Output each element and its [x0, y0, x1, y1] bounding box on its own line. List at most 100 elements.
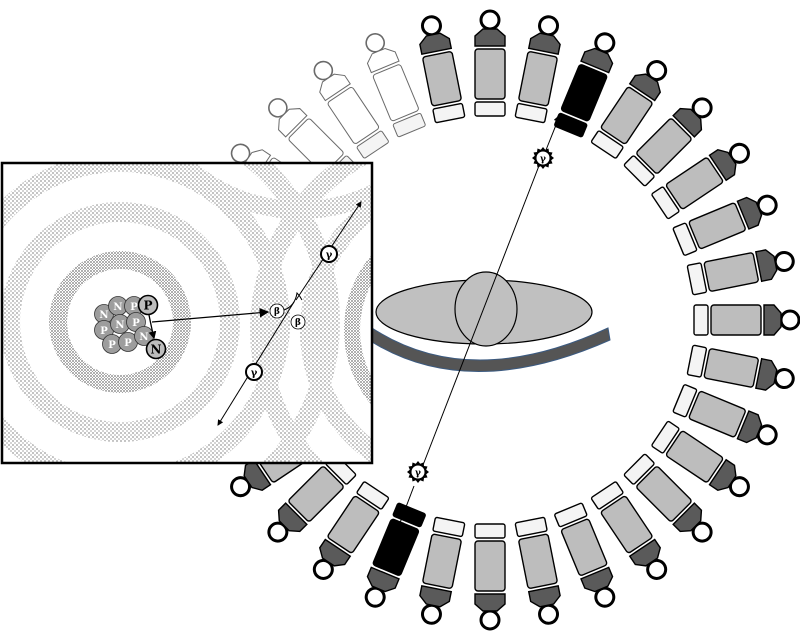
detector-base [590, 481, 624, 510]
photomultiplier [474, 593, 506, 612]
scintillator-crystal [688, 390, 746, 438]
nucleon-label: P [132, 318, 140, 329]
scintillator-crystal [372, 518, 420, 576]
scintillator-crystal [422, 533, 462, 589]
detector-module-16 [514, 516, 561, 625]
detector-module-19 [364, 502, 426, 608]
gamma-top-label: γ [540, 155, 546, 165]
scintillator-crystal [703, 252, 759, 292]
scintillator-crystal [665, 430, 724, 483]
detector-module-8 [686, 249, 795, 296]
photomultiplier [319, 73, 351, 102]
photomultiplier [736, 196, 763, 230]
detector-module-5 [623, 97, 713, 187]
nucleon-label: N [139, 332, 148, 343]
photomultiplier [736, 410, 763, 444]
photomultiplier [754, 249, 778, 283]
scintillator-crystal [518, 533, 558, 589]
photomultiplier [474, 28, 506, 47]
detector-module-14 [590, 481, 668, 580]
detector-ring-cap [479, 609, 501, 631]
inset-gamma-label-1: γ [326, 250, 333, 261]
detector-module-10 [686, 344, 795, 391]
photomultiplier [672, 107, 703, 138]
gamma-bottom-label: γ [415, 469, 421, 479]
nucleon-label: P [130, 302, 138, 313]
gamma-photon-bottom: γ [407, 461, 429, 483]
detector-module-9 [693, 304, 800, 336]
scintillator-crystal [688, 202, 746, 250]
detector-module-20 [312, 481, 390, 580]
detector-module-18 [419, 516, 466, 625]
detector-module-30 [313, 60, 389, 159]
detector-ring-cap [779, 309, 800, 331]
beta-label-2: β [295, 318, 301, 328]
scintillator-crystal [372, 64, 419, 122]
photomultiplier [580, 47, 614, 74]
detector-base [474, 101, 506, 117]
photomultiplier [708, 458, 737, 492]
detector-module-2 [514, 15, 561, 124]
detector-module-4 [590, 60, 668, 159]
inset-gamma-photon-1: γ [320, 245, 338, 263]
detector-module-7 [672, 194, 778, 256]
gamma-photon-top: γ [532, 147, 554, 169]
gamma-top-core [536, 151, 550, 165]
nucleon-label: N [115, 320, 124, 331]
detector-base [356, 130, 389, 159]
detector-base [554, 502, 588, 528]
resulting-neutron: N [145, 338, 167, 360]
photomultiplier [628, 538, 662, 567]
detector-module-17 [474, 523, 506, 631]
gamma-arrow-bottom [396, 485, 415, 529]
scintillator-crystal [600, 86, 653, 145]
scintillator-crystal [636, 466, 692, 522]
scintillator-crystal [474, 540, 506, 592]
photomultiplier [754, 357, 778, 391]
detector-base [432, 516, 466, 538]
photomultiplier [672, 502, 703, 533]
detector-base [623, 453, 655, 485]
emitting-proton: P [137, 294, 159, 316]
detector-module-12 [651, 420, 750, 498]
beta-particle-1: β [269, 303, 285, 319]
scintillator-crystal [518, 51, 558, 107]
photomultiplier [366, 566, 400, 593]
photomultiplier [277, 502, 308, 533]
photomultiplier [628, 73, 662, 102]
photomultiplier [278, 108, 308, 138]
nucleon-label: N [99, 310, 108, 321]
patient-head [454, 271, 518, 347]
detector-base [432, 102, 466, 124]
beta-label-1: β [274, 307, 280, 317]
detector-base [672, 384, 698, 418]
scintillator-crystal [665, 157, 724, 210]
detector-base [590, 130, 624, 159]
photomultiplier [527, 584, 561, 608]
detector-base [693, 304, 709, 336]
photomultiplier [318, 538, 352, 567]
detector-base [623, 155, 655, 187]
scintillator-crystal [560, 64, 608, 122]
detector-base [474, 523, 506, 539]
photomultiplier [708, 148, 737, 182]
inset-magnified-view [0, 161, 374, 465]
detector-module-13 [623, 453, 713, 543]
decay-arrow [148, 314, 157, 340]
detector-ring-cap [479, 9, 501, 31]
scintillator-crystal [474, 48, 506, 100]
detector-module-31 [365, 33, 426, 138]
detector-base [651, 186, 680, 220]
detector-base [672, 222, 698, 256]
detector-module-15 [554, 502, 616, 608]
photomultiplier [763, 304, 782, 336]
scintillator-crystal [636, 118, 692, 174]
detector-base [686, 262, 708, 296]
detector-base [514, 102, 548, 124]
photomultiplier [527, 32, 561, 56]
nucleon-label: P [124, 338, 132, 349]
scintillator-crystal [560, 518, 608, 576]
photomultiplier [580, 566, 614, 593]
